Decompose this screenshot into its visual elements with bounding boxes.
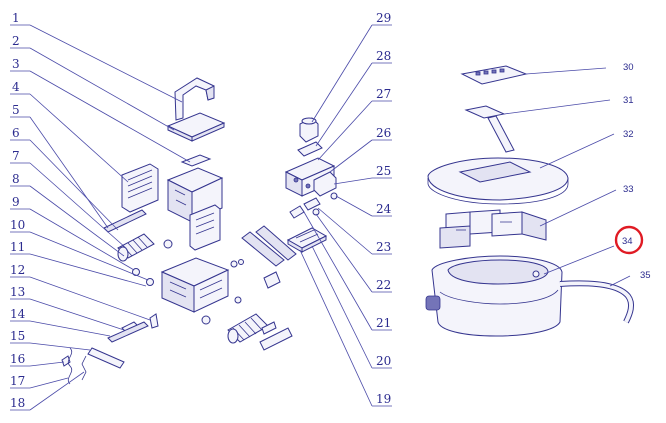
callout-26: 26	[376, 126, 391, 140]
part-connector-1	[303, 197, 321, 211]
callout-7: 7	[12, 149, 20, 163]
callout-27: 27	[376, 87, 391, 101]
part-handle	[174, 77, 215, 121]
callout-11: 11	[10, 240, 25, 254]
part-control-panel	[460, 65, 528, 85]
part-track-belt-2	[255, 225, 297, 261]
part-axle-1	[230, 260, 238, 268]
callout-32: 32	[623, 129, 634, 140]
part-nut	[330, 192, 338, 200]
callout-24: 24	[376, 202, 392, 216]
part-gear-box	[263, 271, 281, 289]
part-screw	[61, 355, 71, 367]
callout-10: 10	[10, 218, 25, 232]
part-wheel	[201, 315, 211, 325]
part-side-bar	[103, 209, 147, 233]
part-roller-cap	[261, 321, 277, 335]
part-clip-small	[149, 313, 159, 329]
part-track-belt-1	[241, 231, 285, 267]
left-callout-labels: 1 2 3 4 5 6 7 8 9 10 11 12 13 14 15 16 1…	[10, 11, 26, 410]
callout-30: 30	[623, 62, 634, 73]
callout-23: 23	[376, 240, 391, 254]
left-leaders	[10, 24, 191, 411]
part-wheel-cap	[146, 278, 154, 286]
callout-5: 5	[12, 103, 20, 117]
right-parts-group	[425, 65, 635, 337]
part-impeller	[297, 141, 323, 157]
part-bottom-rail	[87, 347, 125, 369]
part-label-card	[464, 105, 515, 153]
part-long-bar	[107, 321, 149, 343]
callout-29: 29	[376, 11, 391, 25]
part-base-housing	[425, 255, 563, 337]
callout-18: 18	[10, 396, 25, 410]
right-callout-labels: 30 31 32 33 34 35	[614, 62, 651, 281]
callout-4: 4	[12, 80, 20, 94]
part-connector-2	[289, 205, 305, 219]
callout-12: 12	[10, 263, 25, 277]
right-leaders	[503, 67, 631, 287]
part-filter-panel	[121, 163, 159, 213]
callout-19: 19	[376, 392, 391, 406]
callout-13: 13	[10, 285, 25, 299]
part-spring	[67, 347, 73, 385]
part-lid	[427, 157, 569, 205]
callout-8: 8	[12, 172, 20, 186]
callout-16: 16	[10, 352, 25, 366]
callout-31: 31	[623, 95, 634, 106]
part-pin	[81, 355, 87, 381]
left-parts-group	[61, 77, 297, 385]
part-bushing	[163, 239, 173, 249]
callout-1: 1	[12, 11, 20, 25]
part-inner-frame	[439, 209, 547, 249]
middle-leaders	[299, 24, 392, 407]
middle-parts-group	[284, 117, 338, 253]
callout-33: 33	[623, 184, 634, 195]
middle-callout-labels: 29 28 27 26 25 24 23 22 21 20 19	[376, 11, 392, 406]
callout-2: 2	[12, 34, 20, 48]
part-chassis	[160, 257, 230, 313]
callout-9: 9	[12, 195, 20, 209]
callout-6: 6	[12, 126, 20, 140]
part-brush-roller-right	[227, 313, 269, 344]
part-clip	[180, 154, 212, 167]
part-bearing	[234, 296, 242, 304]
callout-34: 34	[622, 236, 633, 247]
callout-15: 15	[10, 329, 25, 343]
part-brush-roller-left	[117, 233, 155, 262]
callout-35: 35	[640, 270, 651, 281]
part-roller-tube	[259, 327, 293, 351]
callout-17: 17	[10, 374, 25, 388]
part-axle-2	[238, 259, 244, 265]
callout-28: 28	[376, 49, 391, 63]
callout-14: 14	[10, 307, 26, 321]
callout-20: 20	[376, 354, 391, 368]
part-oring	[312, 208, 320, 216]
callout-21: 21	[376, 316, 391, 330]
part-rear-filter	[189, 204, 221, 251]
callout-25: 25	[376, 164, 391, 178]
callout-3: 3	[12, 57, 20, 71]
highlight-circle	[614, 225, 644, 255]
callout-22: 22	[376, 278, 391, 292]
